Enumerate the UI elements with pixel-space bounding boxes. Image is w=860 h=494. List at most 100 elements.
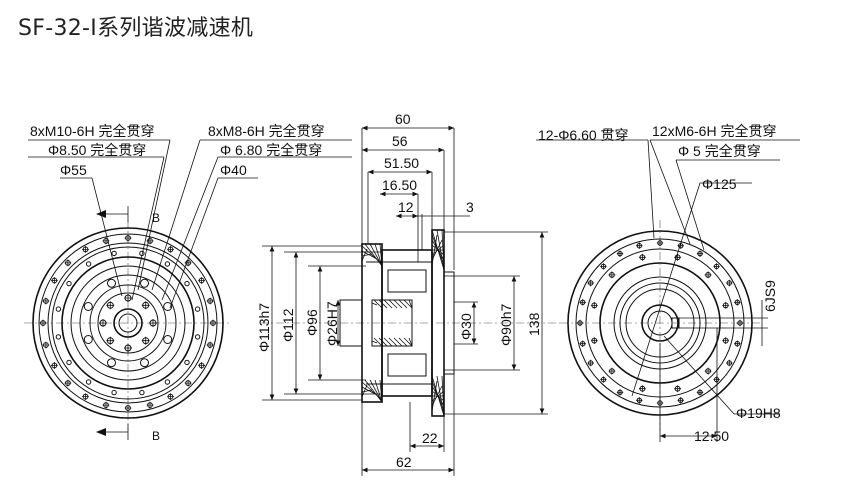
rear-outer-hole-crosshair (579, 340, 586, 347)
rear-bolt-hole-crosshair (639, 253, 646, 261)
section-hatch-line (431, 375, 445, 417)
front-outer-hole-crosshair (206, 297, 214, 305)
front-mid-hole (85, 261, 92, 267)
section-hatch-line (361, 389, 373, 393)
rear-outer-hole-crosshair (726, 359, 733, 367)
front-outer-hole-crosshair (167, 246, 174, 253)
rear-outer-hole-crosshair (636, 397, 643, 404)
section-hatch-line (403, 337, 413, 347)
rear-outer-hole-crosshair (600, 376, 607, 383)
front-note-m10: 8xM10-6H 完全贯穿 (30, 123, 155, 139)
rear-outer-hole-crosshair (600, 263, 607, 270)
front-outer-hole-crosshair (146, 401, 154, 409)
front-note-phi850: Φ8.50 完全贯穿 (48, 142, 147, 158)
rear-outer-hole-crosshair (636, 242, 643, 249)
rear-outer-hole-crosshair (587, 359, 594, 367)
front-bolt-hole (107, 358, 116, 368)
section-hatch-line (379, 379, 383, 403)
rear-outer-hole-crosshair (736, 319, 744, 327)
rear-bolt-hole-crosshair (722, 337, 730, 344)
dim-12: 12 (398, 199, 414, 215)
front-bolt-hole (163, 335, 173, 344)
section-hatch-line (374, 243, 383, 267)
front-mid-hole (111, 389, 117, 396)
section-hatch-line (361, 245, 383, 265)
section-hatch-line (369, 243, 383, 267)
front-inner-hole-crosshair (149, 319, 157, 327)
front-outer-hole-crosshair (102, 401, 110, 409)
rear-bolt-hole-crosshair (674, 385, 681, 393)
front-outer-hole-crosshair (124, 404, 132, 412)
rear-outer-hole-crosshair (579, 299, 586, 306)
section-hatch-line (361, 253, 373, 257)
dim-51-50: 51.50 (384, 155, 420, 171)
dim-56: 56 (392, 133, 408, 149)
section-hatch-line (373, 337, 383, 347)
dim-phi112: Φ112 (280, 308, 296, 343)
section-hatch-line (361, 381, 383, 401)
front-mid-hole (194, 334, 201, 340)
section-hatch-line (393, 337, 403, 347)
section-hatch-line (369, 379, 383, 403)
page-title: SF-32-I系列谐波减速机 (18, 16, 254, 41)
rear-note-phi5: Φ 5 完全贯穿 (678, 143, 761, 159)
front-outer-hole-crosshair (198, 277, 205, 284)
front-note-phi40: Φ40 (220, 162, 247, 178)
section-hatch-line (398, 299, 408, 309)
dim-16-50: 16.50 (382, 177, 418, 193)
rear-outer-hole-crosshair (576, 319, 584, 327)
rear-outer-hole-crosshair (656, 239, 664, 247)
front-outer-hole-crosshair (51, 277, 58, 284)
section-hatch-line (393, 299, 403, 309)
section-hatch-line (383, 299, 393, 309)
section-hatch-line (378, 337, 388, 347)
side-section-view (260, 125, 560, 476)
front-outer-hole-crosshair (198, 362, 205, 369)
section-hatch-line (378, 299, 388, 309)
section-hatch-line (388, 337, 398, 347)
front-outer-hole-crosshair (146, 237, 154, 245)
front-mid-hole (55, 306, 62, 312)
front-inner-hole-crosshair (106, 301, 115, 310)
front-outer-hole-crosshair (209, 319, 217, 327)
section-hatch-line (398, 337, 408, 347)
front-note-m8: 8xM8-6H 完全贯穿 (208, 123, 325, 139)
rear-outer-hole-crosshair (677, 397, 684, 404)
front-outer-hole-crosshair (82, 393, 89, 400)
front-mid-hole (66, 280, 72, 287)
rear-outer-hole-crosshair (734, 299, 741, 306)
section-hatch-line (371, 340, 378, 344)
front-outer-hole-crosshair (184, 259, 192, 267)
dim-60: 60 (395, 111, 411, 127)
front-mid-hole (164, 261, 171, 267)
front-outer-hole-crosshair (82, 246, 89, 253)
rear-outer-hole-crosshair (696, 389, 704, 396)
dim-138: 138 (526, 312, 542, 336)
front-mid-hole (66, 359, 72, 366)
front-outer-hole-crosshair (51, 362, 58, 369)
section-hatch-line (441, 229, 445, 271)
rear-outer-hole-crosshair (696, 250, 704, 257)
front-inner-hole-crosshair (141, 301, 150, 310)
front-inner-hole-crosshair (124, 344, 132, 352)
rear-outer-hole-crosshair (616, 250, 624, 257)
front-outer-hole-crosshair (64, 259, 72, 267)
rear-outer-hole-crosshair (587, 279, 594, 287)
dim-3: 3 (466, 199, 474, 215)
rear-bolt-hole-crosshair (639, 385, 646, 393)
section-hatch-line (364, 243, 383, 267)
section-hatch-line (364, 379, 383, 403)
front-bolt-hole (83, 335, 93, 344)
front-note-phi55: Φ55 (60, 162, 87, 178)
section-hatch-line (379, 243, 383, 267)
front-outer-hole-crosshair (42, 341, 50, 349)
rear-outer-hole-crosshair (726, 279, 733, 287)
section-hatch-line (436, 375, 445, 417)
dim-phi113h7: Φ113h7 (256, 302, 272, 352)
front-outer-hole-crosshair (184, 379, 192, 387)
rear-bolt-hole-crosshair (608, 367, 616, 375)
front-bolt-hole (140, 358, 149, 368)
front-mid-hole (139, 389, 145, 396)
front-bolt-hole (107, 278, 116, 288)
